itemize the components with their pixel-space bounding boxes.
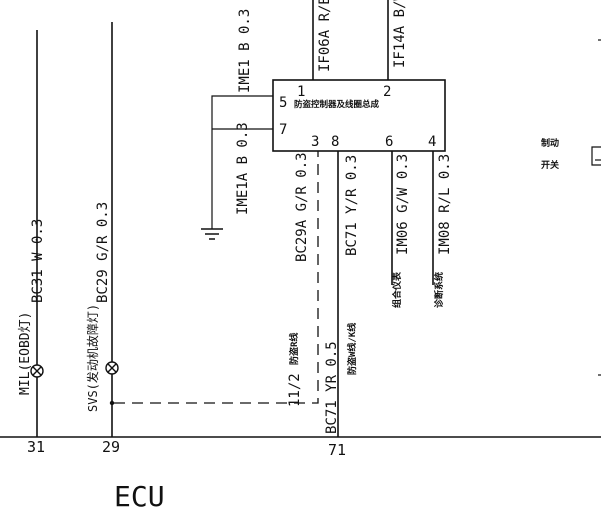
- ground-icon: [201, 228, 223, 240]
- wire-ime1: [211, 95, 273, 229]
- ecu-pin-71: 71: [328, 441, 346, 459]
- ecu-pin-29: 29: [102, 438, 120, 456]
- ecu-label: ECU: [114, 480, 165, 507]
- pin-5: 5: [279, 95, 287, 111]
- label-combo-meter: 组合仪表: [391, 271, 403, 308]
- pin-7: 7: [279, 122, 287, 138]
- brake-switch-label-1: 制动: [541, 137, 559, 149]
- brake-switch-bracket: [591, 146, 601, 166]
- pin-1: 1: [297, 84, 305, 100]
- label-im06: IM06 G/W 0.3: [395, 154, 411, 255]
- anti-theft-module: [272, 79, 446, 152]
- module-name: 防盗控制器及线圈总成: [294, 99, 380, 110]
- pin-3: 3: [311, 134, 319, 150]
- pin-6: 6: [385, 134, 393, 150]
- label-bc71yr: BC71 YR 0.5: [324, 341, 340, 434]
- label-bc71: BC71 Y/R 0.3: [344, 155, 360, 256]
- label-anti-theft-k: 防盗W线/K线: [346, 323, 358, 375]
- label-svs: SVS(发动机故障灯): [85, 304, 100, 412]
- label-bc29: BC29 G/R 0.3: [95, 202, 111, 303]
- label-if14a: IF14A B/W: [392, 0, 408, 68]
- lamp-mil-icon: [30, 364, 44, 378]
- pin-4: 4: [428, 134, 436, 150]
- label-mil: MIL(EOBD灯): [18, 312, 33, 395]
- ecu-pin-31: 31: [27, 438, 45, 456]
- label-bc29a: BC29A G/R 0.3: [294, 152, 310, 262]
- brake-switch-label-2: 开关: [541, 159, 559, 171]
- pin-2: 2: [383, 84, 391, 100]
- label-ime1a: IME1A B 0.3: [235, 122, 251, 215]
- pin-8: 8: [331, 134, 339, 150]
- label-if06a: IF06A R/B: [317, 0, 333, 72]
- label-anti-theft-r: 防盗R线: [288, 333, 300, 365]
- label-diag-sys: 诊断系统: [433, 272, 445, 308]
- label-im08: IM08 R/L 0.3: [437, 154, 453, 255]
- junction-dot: [109, 400, 115, 406]
- label-conn-112: 11/2: [287, 373, 303, 407]
- lamp-svs-icon: [105, 361, 119, 375]
- label-ime1: IME1 B 0.3: [237, 9, 253, 93]
- label-bc31: BC31 W 0.3: [30, 219, 46, 303]
- dashed-link-bc29: [114, 148, 319, 404]
